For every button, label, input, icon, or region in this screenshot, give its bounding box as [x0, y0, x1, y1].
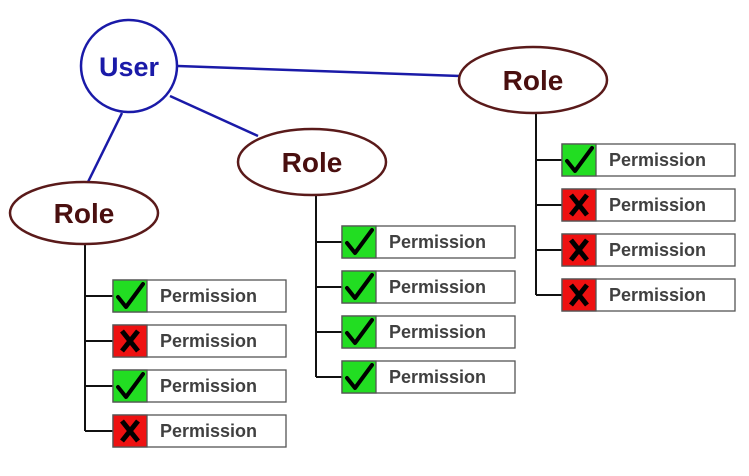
permission-item: Permission [561, 143, 736, 177]
x-icon [569, 238, 589, 262]
permission-item: Permission [341, 270, 516, 304]
role-label: Role [54, 198, 115, 229]
permission-item: Permission [341, 315, 516, 349]
permission-item: Permission [112, 369, 287, 403]
permission-label: Permission [609, 240, 706, 260]
connector-user-role-3 [177, 64, 461, 78]
x-icon [569, 193, 589, 217]
permission-item: Permission [112, 324, 287, 358]
permission-label: Permission [160, 421, 257, 441]
check-icon [345, 228, 374, 255]
role-label: Role [503, 65, 564, 96]
check-icon [345, 363, 374, 390]
permission-label: Permission [389, 322, 486, 342]
role-3-tree [535, 112, 562, 296]
x-icon [120, 419, 140, 443]
permission-label: Permission [389, 367, 486, 387]
permission-item: Permission [112, 414, 287, 448]
permission-label: Permission [160, 331, 257, 351]
permission-item: Permission [561, 233, 736, 267]
check-icon [345, 318, 374, 345]
permission-status-cell [561, 188, 597, 222]
permission-label: Permission [389, 277, 486, 297]
permission-label: Permission [160, 286, 257, 306]
permission-label: Permission [389, 232, 486, 252]
role-node-3: Role [457, 45, 609, 115]
permission-groups: PermissionPermissionPermissionPermission… [112, 143, 736, 448]
connector-user-role-2 [169, 94, 259, 138]
check-icon [565, 146, 594, 173]
x-icon [569, 283, 589, 307]
permission-item: Permission [561, 188, 736, 222]
permission-item: Permission [561, 278, 736, 312]
x-icon [120, 329, 140, 353]
permission-label: Permission [609, 195, 706, 215]
permission-item: Permission [341, 360, 516, 394]
check-icon [116, 372, 145, 399]
role-1-tree [84, 244, 113, 432]
permission-label: Permission [609, 150, 706, 170]
connector-user-role-1 [86, 112, 124, 183]
check-icon [345, 273, 374, 300]
user-label: User [99, 52, 160, 82]
role-node-1: Role [8, 180, 160, 246]
role-label: Role [282, 147, 343, 178]
permission-item: Permission [112, 279, 287, 313]
check-icon [116, 282, 145, 309]
user-node: User [79, 18, 179, 114]
role-node-2: Role [236, 127, 388, 197]
role-2-tree [315, 194, 342, 378]
permission-label: Permission [160, 376, 257, 396]
permission-label: Permission [609, 285, 706, 305]
permission-item: Permission [341, 225, 516, 259]
